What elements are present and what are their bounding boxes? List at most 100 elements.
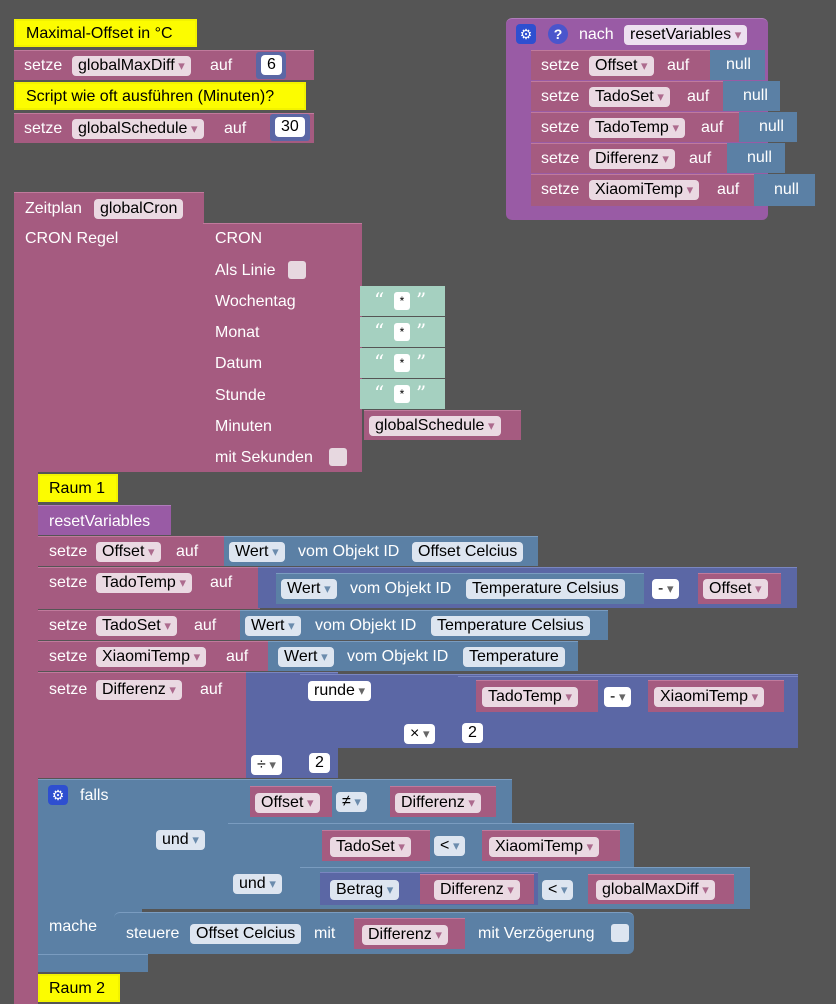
set-tadoset-block[interactable]: setze TadoSet auf <box>38 610 240 640</box>
object-id-field-offset-celcius[interactable]: Offset Celcius <box>412 542 524 562</box>
number-field-2-divide[interactable]: 2 <box>309 753 330 773</box>
var-dropdown-xiaomitemp[interactable]: XiaomiTemp <box>489 837 600 857</box>
var-dropdown-xiaomitemp[interactable]: XiaomiTemp <box>654 687 765 707</box>
null-block[interactable]: null <box>727 143 785 173</box>
null-block[interactable]: null <box>754 174 815 206</box>
var-dropdown-globalschedule-minutes[interactable]: globalSchedule <box>369 416 501 436</box>
var-dropdown-globalmaxdiff[interactable]: globalMaxDiff <box>72 56 191 76</box>
text-block-hour[interactable]: “ * ” <box>360 379 445 409</box>
var-dropdown-tadotemp[interactable]: TadoTemp <box>589 118 685 138</box>
set-offset-null-block[interactable]: setze Offset auf <box>531 50 711 80</box>
get-globalmaxdiff-block[interactable]: globalMaxDiff <box>588 874 734 904</box>
var-dropdown-xiaomitemp[interactable]: XiaomiTemp <box>96 647 207 667</box>
var-dropdown-globalmaxdiff[interactable]: globalMaxDiff <box>596 880 715 900</box>
operator-dropdown-minus[interactable]: - <box>652 579 680 599</box>
text-field-date[interactable]: * <box>394 354 410 372</box>
get-value-tado-temp-block[interactable]: Wert vom Objekt ID Temperature Celsius <box>276 573 644 604</box>
var-dropdown-offset[interactable]: Offset <box>703 579 768 599</box>
null-block[interactable]: null <box>710 50 765 80</box>
delay-checkbox[interactable] <box>611 924 629 942</box>
get-offset-block[interactable]: Offset <box>250 786 332 817</box>
text-block-weekday[interactable]: “ * ” <box>360 286 445 316</box>
set-xiaomitemp-null-block[interactable]: setze XiaomiTemp auf <box>531 174 755 206</box>
operator-dropdown-minus[interactable]: - <box>604 687 632 707</box>
get-tadoset-block[interactable]: TadoSet <box>322 830 430 861</box>
logic-dropdown-und[interactable]: und <box>156 830 205 850</box>
as-line-checkbox[interactable] <box>288 261 306 279</box>
attribute-dropdown-wert[interactable]: Wert <box>245 616 301 636</box>
attribute-dropdown-wert[interactable]: Wert <box>229 542 285 562</box>
math-dropdown-betrag[interactable]: Betrag <box>330 880 400 900</box>
get-tadotemp-block[interactable]: TadoTemp <box>476 680 598 712</box>
object-id-field-offset-celcius[interactable]: Offset Celcius <box>190 924 302 944</box>
get-value-xiaomitemp-block[interactable]: Wert vom Objekt ID Temperature <box>268 641 578 671</box>
comment-room2[interactable]: Raum 2 <box>38 974 120 1002</box>
text-block-date[interactable]: “ * ” <box>360 348 445 378</box>
var-dropdown-differenz[interactable]: Differenz <box>589 149 675 169</box>
text-field-hour[interactable]: * <box>394 385 410 403</box>
get-differenz-block[interactable]: Differenz <box>420 874 534 904</box>
var-dropdown-differenz[interactable]: Differenz <box>362 925 448 945</box>
get-globalschedule-block[interactable]: globalSchedule <box>364 410 521 440</box>
logic-dropdown-und[interactable]: und <box>233 874 282 894</box>
object-id-field-temperature[interactable]: Temperature <box>463 647 565 667</box>
var-dropdown-differenz[interactable]: Differenz <box>96 680 182 700</box>
gear-icon[interactable]: ⚙ <box>48 785 68 805</box>
comment-max-offset[interactable]: Maximal-Offset in °C <box>14 19 197 47</box>
get-value-offset-block[interactable]: Wert vom Objekt ID Offset Celcius <box>224 536 538 566</box>
set-tadoset-null-block[interactable]: setze TadoSet auf <box>531 81 724 111</box>
number-block-2-divide[interactable]: 2 <box>305 750 338 777</box>
logic-and-block-outer[interactable]: und <box>150 779 228 909</box>
var-dropdown-offset[interactable]: Offset <box>589 56 654 76</box>
operator-dropdown-lt[interactable]: < <box>434 836 466 856</box>
operator-dropdown-lt[interactable]: < <box>542 880 574 900</box>
attribute-dropdown-wert[interactable]: Wert <box>281 579 337 599</box>
var-dropdown-tadoset[interactable]: TadoSet <box>96 616 177 636</box>
var-dropdown-tadoset[interactable]: TadoSet <box>330 837 411 857</box>
var-dropdown-xiaomitemp[interactable]: XiaomiTemp <box>589 180 700 200</box>
var-dropdown-differenz[interactable]: Differenz <box>395 793 481 813</box>
set-differenz-block[interactable]: setze Differenz auf <box>38 672 248 778</box>
number-field-6[interactable]: 6 <box>261 55 282 75</box>
set-tadotemp-block[interactable]: setze TadoTemp auf <box>38 567 260 609</box>
operator-dropdown-times[interactable]: × <box>404 724 436 744</box>
var-dropdown-tadoset[interactable]: TadoSet <box>589 87 670 107</box>
text-field-weekday[interactable]: * <box>394 292 410 310</box>
null-block[interactable]: null <box>723 81 780 111</box>
get-differenz-block[interactable]: Differenz <box>390 786 496 817</box>
text-field-month[interactable]: * <box>394 323 410 341</box>
round-block[interactable]: runde <box>300 674 400 748</box>
text-block-month[interactable]: “ * ” <box>360 317 445 347</box>
number-block-30[interactable]: 30 <box>270 114 310 141</box>
cron-name-field[interactable]: globalCron <box>94 199 184 219</box>
cron-rule-block[interactable]: CRON Als Linie Wochentag Monat Datum Stu… <box>203 223 362 472</box>
var-dropdown-tadotemp[interactable]: TadoTemp <box>482 687 578 707</box>
schedule-block[interactable]: Zeitplan globalCron <box>14 192 204 222</box>
logic-and-block-inner[interactable]: und <box>228 823 302 909</box>
number-block-2-multiply[interactable]: 2 <box>458 719 492 747</box>
var-dropdown-offset[interactable]: Offset <box>96 542 161 562</box>
operator-dropdown-neq[interactable]: ≠ <box>336 792 367 812</box>
get-offset-block[interactable]: Offset <box>698 573 781 604</box>
call-resetvariables-block[interactable]: resetVariables <box>38 505 171 535</box>
with-seconds-checkbox[interactable] <box>329 448 347 466</box>
object-id-field-temperature-celsius[interactable]: Temperature Celsius <box>431 616 590 636</box>
null-block[interactable]: null <box>739 112 797 142</box>
round-dropdown[interactable]: runde <box>308 681 372 701</box>
comment-script-interval[interactable]: Script wie oft ausführen (Minuten)? <box>14 82 306 110</box>
number-block-6[interactable]: 6 <box>256 52 286 79</box>
set-offset-block[interactable]: setze Offset auf <box>38 536 224 566</box>
procedure-name-field[interactable]: resetVariables <box>624 25 748 45</box>
set-tadotemp-null-block[interactable]: setze TadoTemp auf <box>531 112 740 142</box>
gear-icon[interactable]: ⚙ <box>516 24 536 44</box>
var-dropdown-differenz[interactable]: Differenz <box>434 880 520 900</box>
get-differenz-block[interactable]: Differenz <box>354 918 465 949</box>
var-dropdown-offset[interactable]: Offset <box>255 793 320 813</box>
set-xiaomitemp-block[interactable]: setze XiaomiTemp auf <box>38 641 270 671</box>
get-xiaomitemp-block[interactable]: XiaomiTemp <box>648 680 784 712</box>
comment-room1[interactable]: Raum 1 <box>38 474 118 502</box>
set-differenz-null-block[interactable]: setze Differenz auf <box>531 143 728 173</box>
var-dropdown-tadotemp[interactable]: TadoTemp <box>96 573 192 593</box>
question-icon[interactable]: ? <box>548 24 568 44</box>
attribute-dropdown-wert[interactable]: Wert <box>278 647 334 667</box>
